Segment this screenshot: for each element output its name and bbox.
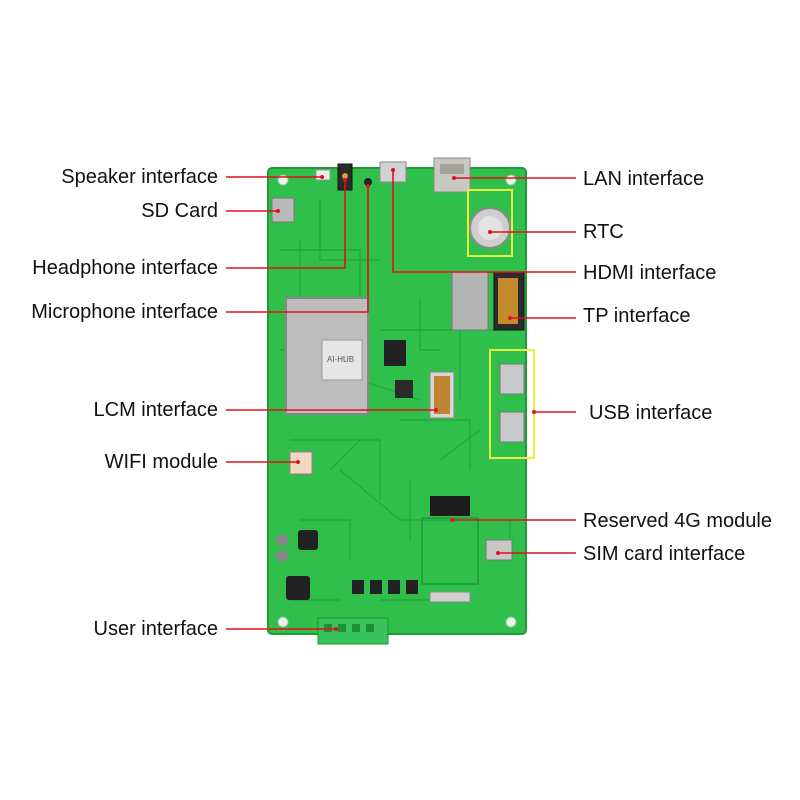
label-hdmi-interface: HDMI interface [583,262,717,284]
chip-processor [395,380,413,398]
label-user-interface: User interface [93,618,219,640]
sd-card-slot [271,197,295,223]
label-rtc: RTC [583,221,624,243]
speaker-connector [315,169,331,181]
chip-ram [384,340,406,366]
4g-slot [430,496,470,516]
label-usb-interface: USB interface [589,402,713,424]
usb-highlight [489,349,535,459]
inductor-1 [298,530,318,550]
relay-row [352,580,418,594]
sim-slot [485,539,513,561]
lan-connector [433,157,471,193]
label-tp-interface: TP interface [583,305,691,327]
inductor-2 [286,576,310,600]
label-microphone-interface: Microphone interface [31,301,218,323]
label-sd-card: SD Card [141,200,218,222]
capacitor-2 [276,550,288,562]
microphone-component [364,178,372,186]
label-sim-card-interface: SIM card interface [583,543,746,565]
label-headphone-interface: Headphone interface [32,257,218,279]
label-reserved-4g-module: Reserved 4G module [583,510,772,532]
label-lan-interface: LAN interface [583,168,705,190]
callout-dots [276,168,536,631]
usb-port-2 [499,411,525,443]
label-speaker-interface: Speaker interface [61,166,218,188]
module-marking: AI-HUB [327,355,354,364]
callout-lines [226,170,576,630]
usb-port-1 [499,363,525,395]
label-lcm-interface: LCM interface [93,399,219,421]
wifi-module [289,451,313,475]
label-wifi-module: WIFI module [104,451,218,473]
rtc-highlight [467,189,513,257]
bottom-connector [429,591,471,603]
capacitor-1 [276,534,288,546]
tp-connector-1 [451,271,489,331]
